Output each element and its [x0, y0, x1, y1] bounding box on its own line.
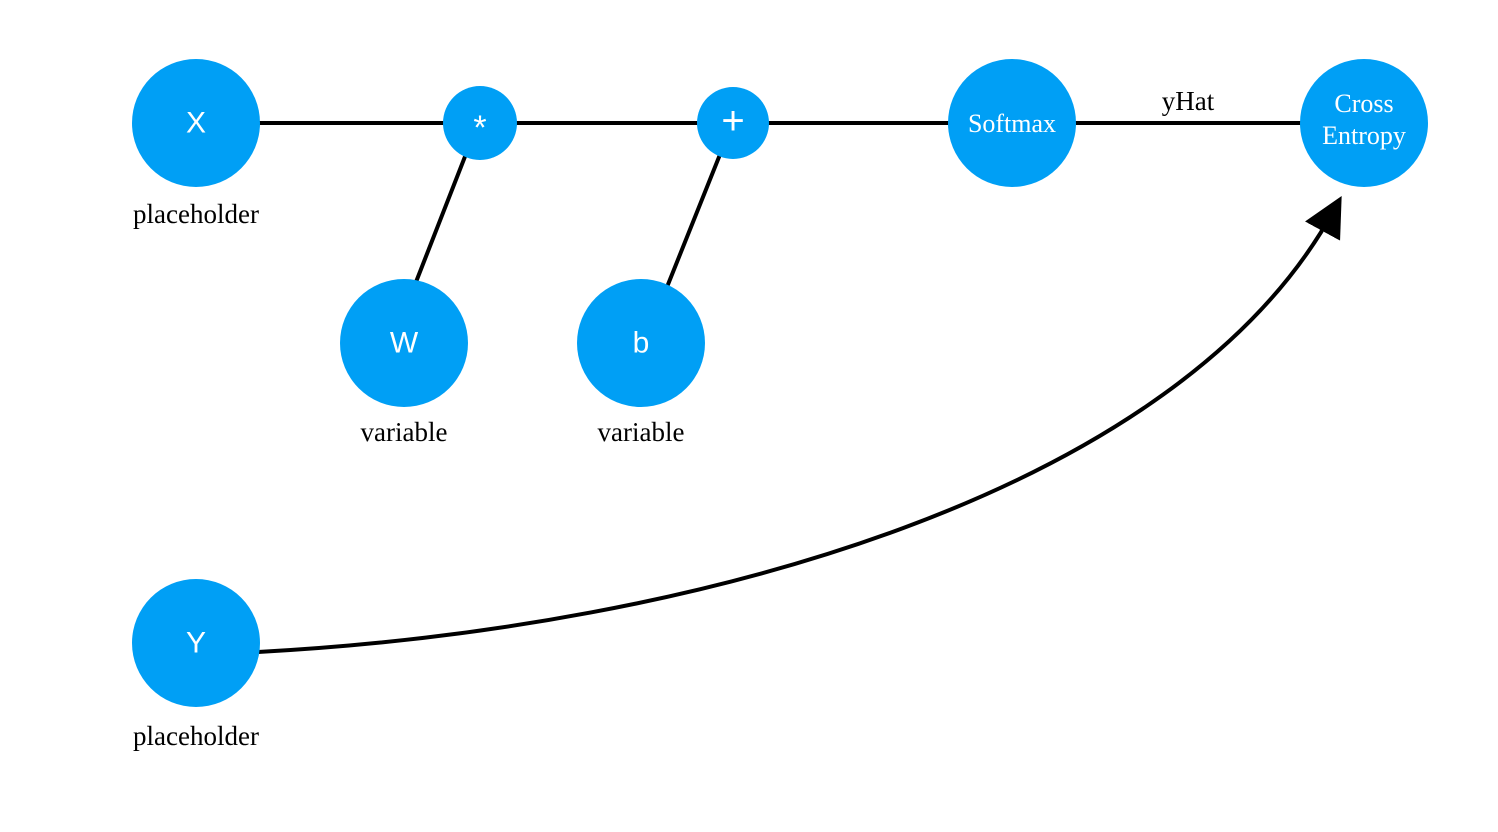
node-b-circle — [577, 279, 705, 407]
node-softmax[interactable]: Softmax — [948, 59, 1076, 187]
node-add-circle — [697, 87, 769, 159]
node-x-label: X — [186, 107, 206, 140]
node-y[interactable]: Y — [132, 579, 260, 707]
node-softmax-label: Softmax — [968, 109, 1056, 138]
node-cross-entropy-circle — [1300, 59, 1428, 187]
node-multiply-circle — [443, 86, 517, 160]
edge-b-to-add — [665, 151, 723, 288]
node-multiply[interactable]: * — [443, 86, 517, 160]
node-add-label: + — [721, 99, 744, 143]
edge-y-to-cross-entropy — [257, 195, 1342, 654]
node-w[interactable]: W — [340, 279, 468, 407]
node-y-label: Y — [186, 627, 206, 660]
node-softmax-circle — [948, 59, 1076, 187]
node-multiply-label: * — [473, 109, 486, 147]
node-w-caption: variable — [361, 417, 448, 447]
node-add[interactable]: + — [697, 87, 769, 159]
node-cross-entropy-label-line1: Cross — [1334, 89, 1393, 118]
node-w-circle — [340, 279, 468, 407]
node-b-label: b — [633, 327, 650, 360]
node-cross-entropy-label-line2: Entropy — [1322, 121, 1406, 150]
node-y-circle — [132, 579, 260, 707]
node-b[interactable]: b — [577, 279, 705, 407]
node-w-label: W — [390, 327, 419, 360]
node-x-circle — [132, 59, 260, 187]
node-b-caption: variable — [598, 417, 685, 447]
node-cross-entropy[interactable]: Cross Entropy — [1300, 59, 1428, 187]
node-x[interactable]: X — [132, 59, 260, 187]
node-y-caption: placeholder — [133, 721, 259, 751]
node-x-caption: placeholder — [133, 199, 259, 229]
edge-w-to-multiply — [414, 153, 468, 283]
edge-label-yhat: yHat — [1162, 86, 1215, 116]
